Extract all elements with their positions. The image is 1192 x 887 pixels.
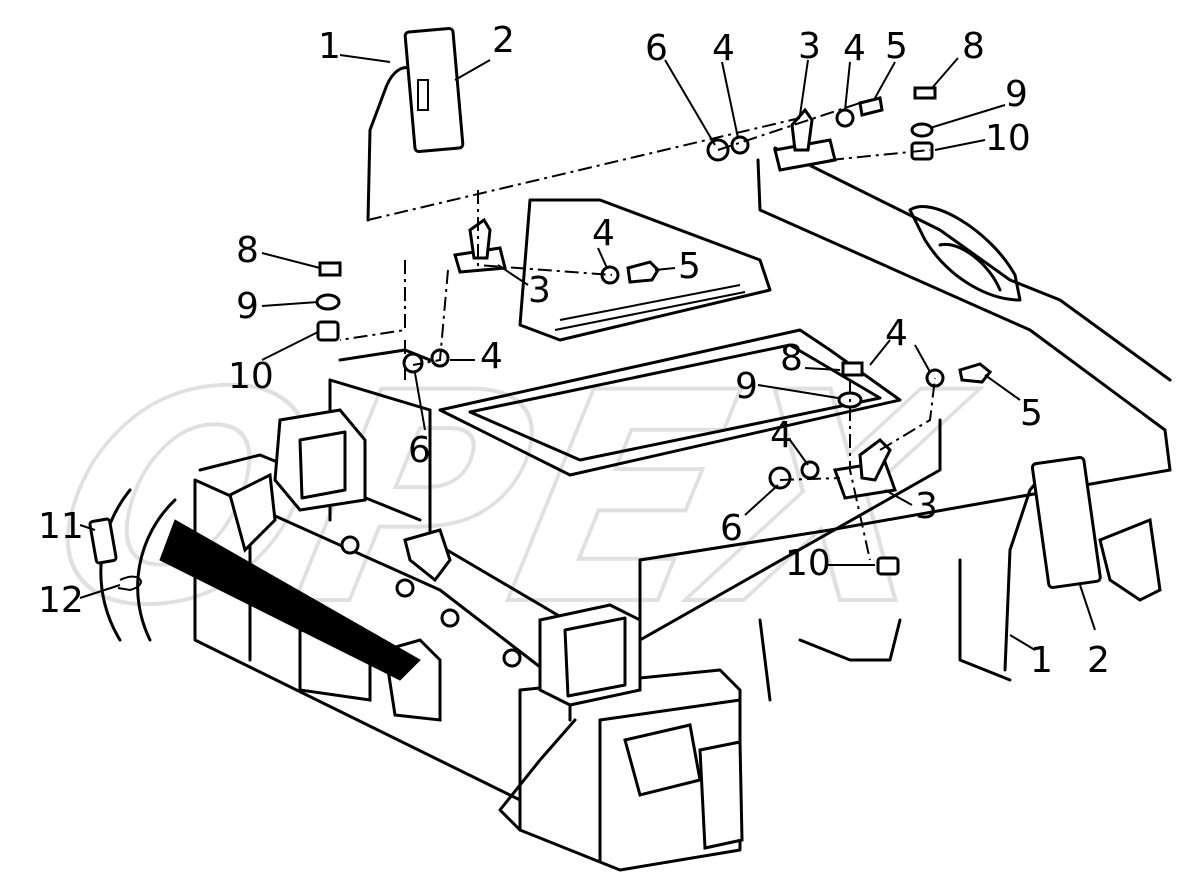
callout-5-middle: 5	[678, 246, 701, 287]
exploded-parts	[88, 26, 1102, 672]
callout-6-center: 6	[720, 508, 743, 549]
callout-1-bottom: 1	[1030, 640, 1053, 681]
callout-10-top: 10	[985, 118, 1031, 159]
callout-6-left: 6	[408, 430, 431, 471]
callout-10-left: 10	[228, 356, 274, 397]
callout-9-top: 9	[1005, 74, 1028, 115]
clip-12	[117, 575, 142, 592]
callout-4-middle: 4	[592, 213, 615, 254]
callout-9-left: 9	[236, 286, 259, 327]
callout-8-left: 8	[236, 230, 259, 271]
callout-4-top-a: 4	[712, 28, 735, 69]
assembly-lines	[339, 102, 936, 561]
callout-8-center: 8	[780, 338, 803, 379]
callout-2-top: 2	[492, 20, 515, 61]
vehicle-frame	[193, 146, 1172, 872]
callout-12: 12	[38, 580, 84, 621]
callout-4-top-b: 4	[843, 28, 866, 69]
callout-3-top: 3	[798, 26, 821, 67]
mirror-plate-topleft	[403, 26, 465, 154]
leader-lines	[79, 54, 1096, 651]
callout-6-top: 6	[645, 28, 668, 69]
watermark-text: OPEX	[28, 332, 992, 669]
callout-2-bottom: 2	[1087, 640, 1110, 681]
callout-4-left: 4	[480, 336, 503, 377]
callout-labels: 1 2 6 4 3 4 5 8 9 10 4 5 3 8 9 10 4 6 8 …	[38, 20, 1110, 681]
callout-4-center: 4	[770, 415, 793, 456]
callout-5-right: 5	[1020, 393, 1043, 434]
plate-11	[88, 517, 118, 565]
callout-5-top: 5	[885, 26, 908, 67]
callout-9-center: 9	[735, 366, 758, 407]
callout-3-center: 3	[915, 486, 938, 527]
callout-3-middle: 3	[528, 270, 551, 311]
callout-4-right-a: 4	[885, 313, 908, 354]
callout-8-top: 8	[962, 26, 985, 67]
callout-10-center: 10	[785, 543, 831, 584]
callout-11: 11	[38, 506, 84, 547]
callout-1-top: 1	[318, 26, 341, 67]
mirror-plate-bottomright	[1030, 455, 1102, 589]
